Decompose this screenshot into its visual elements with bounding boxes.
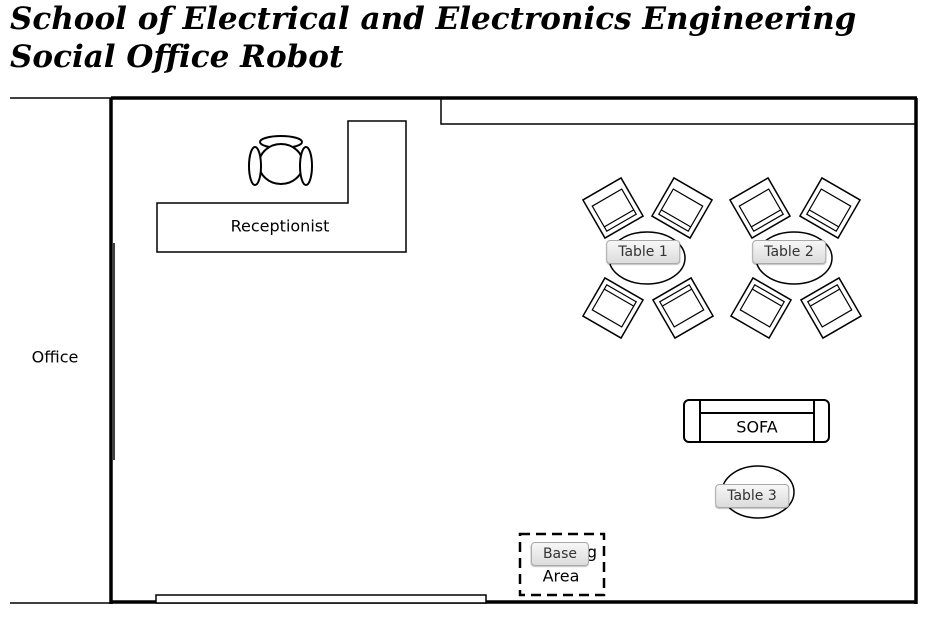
- room-walls: [10, 96, 918, 604]
- page-title: School of Electrical and Electronics Eng…: [10, 0, 856, 76]
- base-area-occluded-text: g: [586, 542, 598, 562]
- armchair-icon: [729, 276, 793, 340]
- table-2-button[interactable]: Table 2: [752, 240, 826, 264]
- sofa-shape: [683, 399, 830, 443]
- armchair-icon: [581, 176, 645, 240]
- office-label: Office: [31, 347, 79, 367]
- sofa-label: SOFA: [736, 417, 778, 437]
- top-counter: [440, 98, 916, 125]
- base-button[interactable]: Base: [530, 542, 590, 566]
- bottom-entrance: [155, 594, 487, 604]
- receptionist-chair-icon: [248, 135, 313, 186]
- table-3-button[interactable]: Table 3: [715, 484, 789, 508]
- armchair-icon: [650, 176, 714, 240]
- receptionist-label: Receptionist: [230, 216, 330, 236]
- armchair-icon: [581, 276, 645, 340]
- title-line-1: School of Electrical and Electronics Eng…: [10, 1, 857, 37]
- armchair-icon: [799, 276, 863, 340]
- title-line-2: Social Office Robot: [10, 39, 344, 75]
- armchair-icon: [798, 176, 862, 240]
- armchair-icon: [651, 276, 715, 340]
- receptionist-desk: [156, 120, 407, 253]
- table-1-button[interactable]: Table 1: [606, 240, 680, 264]
- base-area-label: Area: [542, 566, 580, 586]
- armchair-icon: [728, 176, 792, 240]
